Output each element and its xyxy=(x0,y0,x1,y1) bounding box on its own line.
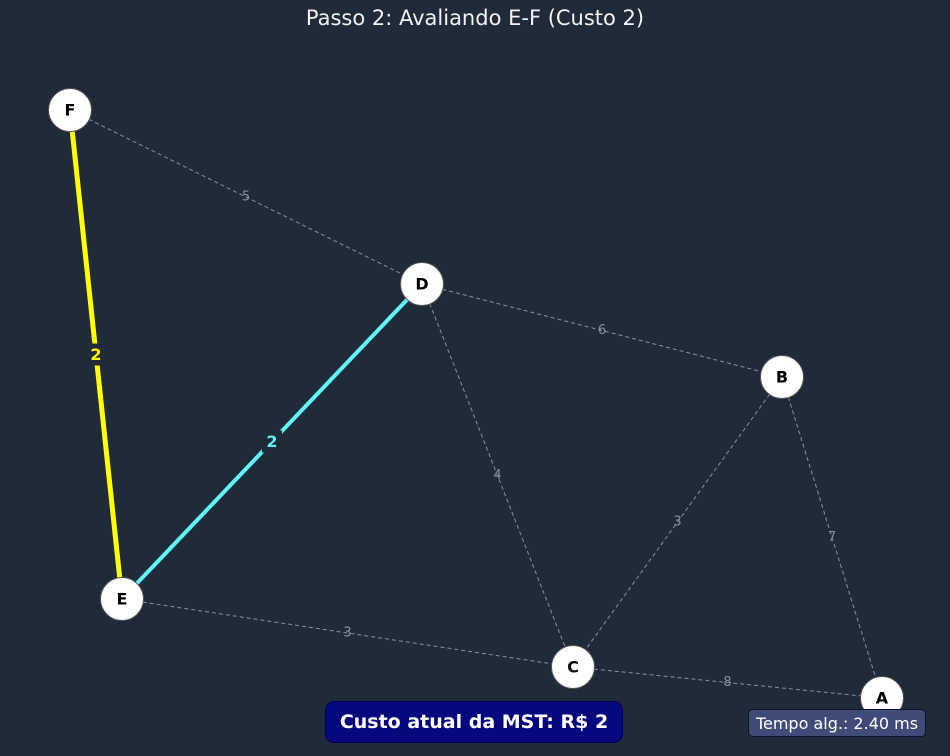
edge-labels-layer: 5 6 4 3 7 3 8 2 2 xyxy=(86,190,836,690)
edge-B-C xyxy=(572,376,783,668)
node-label-D: D xyxy=(415,275,428,294)
node-circle-E xyxy=(100,577,144,621)
edge-weight-B-C: 3 xyxy=(673,515,681,530)
edge-D-C xyxy=(421,283,574,668)
edge-F-D xyxy=(69,109,423,285)
node-label-F: F xyxy=(65,101,76,120)
node-label-C: C xyxy=(567,658,579,677)
node-A: A xyxy=(860,676,904,720)
edge-C-A xyxy=(572,666,883,699)
node-F: F xyxy=(48,88,92,132)
edge-label-bg-E-D xyxy=(262,430,282,453)
node-B: B xyxy=(760,355,804,399)
mst-cost-badge: Custo atual da MST: R$ 2 xyxy=(325,701,623,743)
node-label-A: A xyxy=(876,689,889,708)
node-D: D xyxy=(400,262,444,306)
edge-E-C xyxy=(121,598,574,668)
edge-B-A xyxy=(781,376,883,699)
edges-layer xyxy=(67,109,883,699)
node-E: E xyxy=(100,577,144,621)
edge-weight-F-D: 5 xyxy=(242,190,250,205)
node-label-B: B xyxy=(776,368,788,387)
edge-weight-C-A: 8 xyxy=(723,675,731,690)
node-C: C xyxy=(551,645,595,689)
edge-weight-E-D: 2 xyxy=(266,432,277,451)
node-circle-B xyxy=(760,355,804,399)
node-circle-D xyxy=(400,262,444,306)
edge-label-bg-F-E xyxy=(86,343,106,366)
node-label-E: E xyxy=(117,590,128,609)
nodes-layer: F D B E C A xyxy=(48,88,904,720)
edge-D-B xyxy=(421,283,783,378)
diagram-title: Passo 2: Avaliando E-F (Custo 2) xyxy=(305,6,645,30)
edge-weight-F-E: 2 xyxy=(90,345,101,364)
edge-weight-E-C: 3 xyxy=(343,626,351,641)
edge-weight-D-C: 4 xyxy=(493,468,501,483)
algorithm-timer: Tempo alg.: 2.40 ms xyxy=(748,709,926,737)
node-circle-C xyxy=(551,645,595,689)
node-circle-F xyxy=(48,88,92,132)
edge-weight-D-B: 6 xyxy=(598,323,606,338)
edge-weight-B-A: 7 xyxy=(828,530,836,545)
